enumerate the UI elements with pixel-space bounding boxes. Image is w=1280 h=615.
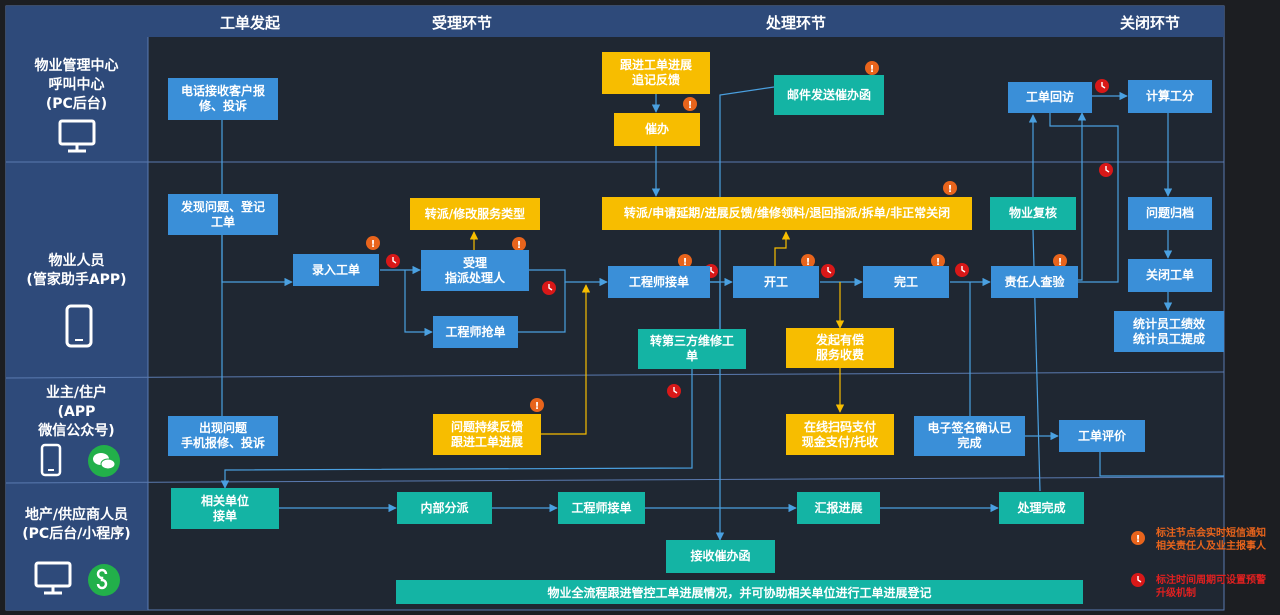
svg-text:!: ! <box>806 257 811 268</box>
notify-icon: ! <box>512 237 526 251</box>
node-unit-receive[interactable]: 相关单位 接单 <box>171 488 279 529</box>
node-e-sign[interactable]: 电子签名确认已 完成 <box>914 416 1025 456</box>
lane-label-column <box>6 37 148 610</box>
lane-label-owner: 业主/住户 (APP 微信公众号) <box>38 385 115 439</box>
node-online-pay[interactable]: 在线扫码支付 现金支付/托收 <box>786 414 894 455</box>
column-header-close: 关闭环节 <box>1119 13 1180 32</box>
node-property-review[interactable]: 物业复核 <box>990 197 1076 230</box>
clock-icon <box>955 263 969 277</box>
legend-timer-text: 标注时间周期可设置预警 升级机制 <box>1156 575 1266 599</box>
node-paid-service[interactable]: 发起有偿 服务收费 <box>786 328 894 368</box>
connectors-yellow <box>469 231 845 435</box>
node-modify-service[interactable]: 转派/修改服务类型 <box>410 198 540 230</box>
node-close-ticket[interactable]: 关闭工单 <box>1128 259 1212 292</box>
lane-label-property-staff: 物业人员 (管家助手APP) <box>26 253 127 288</box>
notify-icon: ! <box>1053 254 1067 268</box>
node-engineer-grab[interactable]: 工程师抢单 <box>433 316 518 348</box>
node-enter-ticket[interactable]: 录入工单 <box>293 254 379 286</box>
phone-icon <box>65 304 93 348</box>
node-owner-report[interactable]: 出现问题 手机报修、投诉 <box>168 416 278 456</box>
timer-badges <box>386 79 1113 398</box>
node-owner-check[interactable]: 责任人查验 <box>991 266 1078 298</box>
node-transfer-strip[interactable]: 转派/申请延期/进展反馈/维修领料/退回指派/拆单/非正常关闭 <box>602 197 972 230</box>
monitor-icon <box>58 119 96 153</box>
notify-icon: ! <box>678 254 692 268</box>
node-email-urge[interactable]: 邮件发送催办函 <box>774 75 884 115</box>
notify-icon: ! <box>366 236 380 250</box>
notify-icon: ! <box>943 181 957 195</box>
node-find-issue[interactable]: 发现问题、登记 工单 <box>168 194 278 235</box>
legend-notify-text: 标注节点会实时短信通知 相关责任人及业主报事人 <box>1156 528 1266 552</box>
svg-text:!: ! <box>870 64 875 75</box>
node-stats[interactable]: 统计员工绩效 统计员工提成 <box>1114 311 1224 352</box>
node-ticket-rating[interactable]: 工单评价 <box>1059 420 1145 452</box>
node-internal-dispatch[interactable]: 内部分派 <box>397 492 492 524</box>
notify-icon: ! <box>801 254 815 268</box>
monitor-icon <box>34 561 72 595</box>
lane-divider-2 <box>5 371 1225 379</box>
svg-text:!: ! <box>1136 534 1141 545</box>
clock-icon <box>821 264 835 278</box>
clock-icon <box>542 281 556 295</box>
node-archive[interactable]: 问题归档 <box>1128 197 1212 230</box>
bottom-banner: 物业全流程跟进管控工单进展情况，并可协助相关单位进行工单进展登记 <box>396 580 1083 604</box>
svg-text:!: ! <box>948 184 953 195</box>
column-header-process: 处理环节 <box>765 13 826 32</box>
node-urge[interactable]: 催办 <box>614 113 700 146</box>
node-calc-score[interactable]: 计算工分 <box>1128 80 1212 113</box>
column-header-accept: 受理环节 <box>431 13 492 32</box>
node-complete[interactable]: 完工 <box>863 266 949 298</box>
header-bar <box>6 6 1224 37</box>
clock-icon <box>386 254 400 268</box>
column-header-initiate: 工单发起 <box>219 13 280 32</box>
svg-text:!: ! <box>535 401 540 412</box>
svg-text:!: ! <box>1058 257 1063 268</box>
node-start-work[interactable]: 开工 <box>733 266 819 298</box>
node-vendor-engineer-receive[interactable]: 工程师接单 <box>558 492 645 524</box>
notify-icon: ! <box>530 398 544 412</box>
connectors <box>220 86 1224 541</box>
legend-clock-icon <box>1131 573 1145 587</box>
svg-text:!: ! <box>517 240 522 251</box>
notify-icon: ! <box>683 97 697 111</box>
node-ticket-revisit[interactable]: 工单回访 <box>1008 82 1092 113</box>
node-receive-urge[interactable]: 接收催办函 <box>666 540 775 573</box>
node-phone-report[interactable]: 电话接收客户报 修、投诉 <box>168 78 278 120</box>
node-third-party[interactable]: 转第三方维修工 单 <box>638 329 746 369</box>
lane-label-call-center: 物业管理中心 呼叫中心 (PC后台) <box>34 58 119 112</box>
notify-icon: ! <box>931 254 945 268</box>
clock-icon <box>1099 163 1113 177</box>
clock-icon <box>1095 79 1109 93</box>
node-process-done[interactable]: 处理完成 <box>999 492 1084 524</box>
node-accept-assign[interactable]: 受理 指派处理人 <box>421 250 529 291</box>
miniprogram-icon <box>88 564 120 596</box>
node-engineer-receive[interactable]: 工程师接单 <box>608 266 710 298</box>
node-owner-feedback[interactable]: 问题持续反馈 跟进工单进展 <box>433 414 541 455</box>
clock-icon <box>667 384 681 398</box>
svg-text:!: ! <box>688 100 693 111</box>
node-follow-progress[interactable]: 跟进工单进展 追记反馈 <box>602 52 710 94</box>
legend-notify-icon: ! <box>1131 531 1145 545</box>
svg-text:!: ! <box>936 257 941 268</box>
node-report-progress[interactable]: 汇报进展 <box>797 492 880 524</box>
lane-divider-3 <box>5 476 1225 484</box>
phone-icon <box>40 443 62 477</box>
lane-label-vendor: 地产/供应商人员 (PC后台/小程序) <box>22 507 131 542</box>
svg-text:!: ! <box>683 257 688 268</box>
notify-icon: ! <box>865 61 879 75</box>
svg-text:!: ! <box>371 239 376 250</box>
notify-badges: ! ! ! ! ! ! ! ! ! ! <box>366 61 1067 412</box>
wechat-icon <box>88 445 120 477</box>
